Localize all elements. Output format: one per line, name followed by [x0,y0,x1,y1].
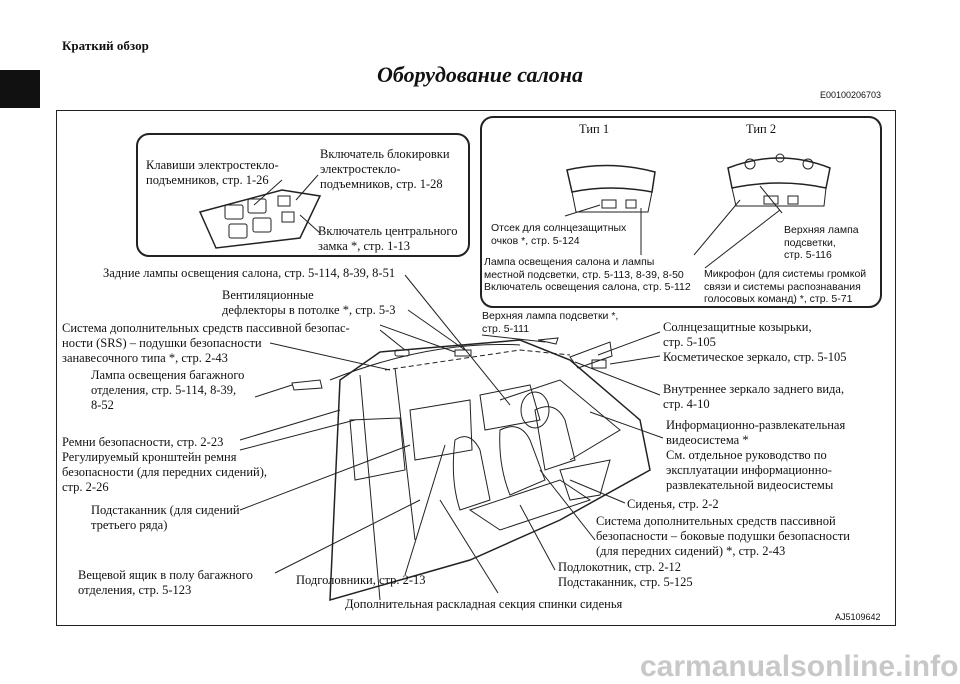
label-ceiling-vents: Вентиляционные дефлекторы в потолке *, с… [222,288,396,318]
label-srs-side: Система дополнительных средств пассивной… [596,514,850,559]
label-type-2: Тип 2 [746,122,777,136]
label-line: Подстаканник, стр. 5-125 [558,575,693,589]
label-line: занавесочного типа *, стр. 2-43 [62,351,228,365]
label-line: подсветки, [784,236,836,249]
figure-frame [56,110,896,626]
label-glasses-holder: Отсек для солнцезащитных очков *, стр. 5… [491,222,626,247]
label-line: Система дополнительных средств пассивной… [62,321,350,335]
label-line: См. отдельное руководство по [666,448,827,462]
label-line: стр. 4-10 [663,397,710,411]
label-upper-lamp-optional: Верхняя лампа подсветки *, стр. 5-111 [482,310,618,335]
label-line: голосовых команд) *, стр. 5-71 [704,293,853,305]
label-seat-belts: Ремни безопасности, стр. 2-23 Регулируем… [62,435,267,495]
label-line: развлекательной видеосистемы [666,478,834,492]
label-window-lock-switch: Включатель блокировки электростекло- под… [320,147,450,192]
page-title: Оборудование салона [377,62,583,87]
label-vanity-mirror: Косметическое зеркало, стр. 5-105 [663,350,847,364]
label-line: стр. 5-111 [482,322,530,335]
label-map-lamps: Лампа освещения салона и лампы местной п… [484,256,691,294]
label-line: Микрофон (для системы громкой [704,268,867,280]
label-type-1: Тип 1 [579,122,610,136]
watermark: carmanualsonline.info [640,650,959,683]
label-line: Солнцезащитные козырьки, [663,320,812,334]
label-line: Регулируемый кронштейн ремня [62,450,237,464]
label-line: Включатель блокировки [320,147,450,161]
label-line: дефлекторы в потолке *, стр. 5-3 [222,303,396,317]
label-line: электростекло- [320,162,401,176]
label-line: Вещевой ящик в полу багажного [78,568,253,582]
label-line: Включатель освещения салона, стр. 5-112 [484,281,691,293]
label-line: ности (SRS) – подушки безопасности [62,336,262,350]
label-line: Система дополнительных средств пассивной [596,514,836,528]
label-line: 8-52 [91,398,114,412]
label-armrest: Подлокотник, стр. 2-12 Подстаканник, стр… [558,560,693,590]
label-line: подъемников, стр. 1-26 [146,173,269,187]
document-code: E00100206703 [820,90,882,100]
label-rear-lamps: Задние лампы освещения салона, стр. 5-11… [103,266,396,280]
label-central-lock: Включатель центрального замка *, стр. 1-… [318,224,458,254]
label-cargo-lamp: Лампа освещения багажного отделения, стр… [91,368,244,413]
label-line: Подлокотник, стр. 2-12 [558,560,682,574]
label-microphone: Микрофон (для системы громкой связи и си… [704,268,866,306]
label-seat-section: Дополнительная раскладная секция спинки … [345,597,623,611]
section-tab-marker [0,70,40,108]
label-line: Лампа освещения багажного [91,368,245,382]
label-line: очков *, стр. 5-124 [491,234,580,247]
label-line: Отсек для солнцезащитных [491,222,627,234]
label-window-switches: Клавиши электростекло- подъемников, стр.… [146,158,279,188]
label-srs-curtain: Система дополнительных средств пассивной… [62,321,350,366]
label-upper-lamp: Верхняя лампа подсветки, стр. 5-116 [784,224,859,262]
label-headrests: Подголовники, стр. 2-13 [296,573,426,587]
label-line: безопасности – боковые подушки безопасно… [596,529,850,543]
label-line: замка *, стр. 1-13 [318,239,411,253]
label-line: Включатель центрального [318,224,458,238]
label-line: Клавиши электростекло- [146,158,279,172]
label-line: стр. 2-26 [62,480,109,494]
label-sun-visors: Солнцезащитные козырьки, стр. 5-105 [663,320,812,350]
label-floor-box: Вещевой ящик в полу багажного отделения,… [78,568,253,598]
label-line: подъемников, стр. 1-28 [320,177,443,191]
label-line: Вентиляционные [222,288,314,302]
label-line: видеосистема * [666,433,749,447]
label-line: третьего ряда) [91,518,168,532]
label-rearview-mirror: Внутреннее зеркало заднего вида, стр. 4-… [663,382,844,412]
label-third-row-cupholder: Подстаканник (для сидений третьего ряда) [91,503,240,533]
label-line: стр. 5-116 [784,249,832,261]
label-line: Верхняя лампа подсветки *, [482,310,619,322]
label-line: (для передних сидений) *, стр. 2-43 [596,544,786,558]
label-line: Информационно-развлекательная [666,418,846,432]
label-line: связи и системы распознавания [704,280,861,293]
label-infotainment: Информационно-развлекательная видеосисте… [666,418,845,493]
section-title: Краткий обзор [62,38,149,53]
label-line: эксплуатации информационно- [666,463,832,477]
label-line: Лампа освещения салона и лампы [484,256,655,268]
label-line: безопасности (для передних сидений), [62,465,267,479]
label-seats: Сиденья, стр. 2-2 [627,497,719,511]
label-line: Ремни безопасности, стр. 2-23 [62,435,224,449]
label-line: отделения, стр. 5-114, 8-39, [91,383,237,397]
label-line: местной подсветки, стр. 5-113, 8-39, 8-5… [484,268,684,281]
label-line: Верхняя лампа [784,224,859,236]
label-line: отделения, стр. 5-123 [78,583,192,597]
label-line: стр. 5-105 [663,335,716,349]
figure-code: AJ5109642 [835,612,881,622]
label-line: Внутреннее зеркало заднего вида, [663,382,845,396]
label-line: Подстаканник (для сидений [91,503,240,517]
